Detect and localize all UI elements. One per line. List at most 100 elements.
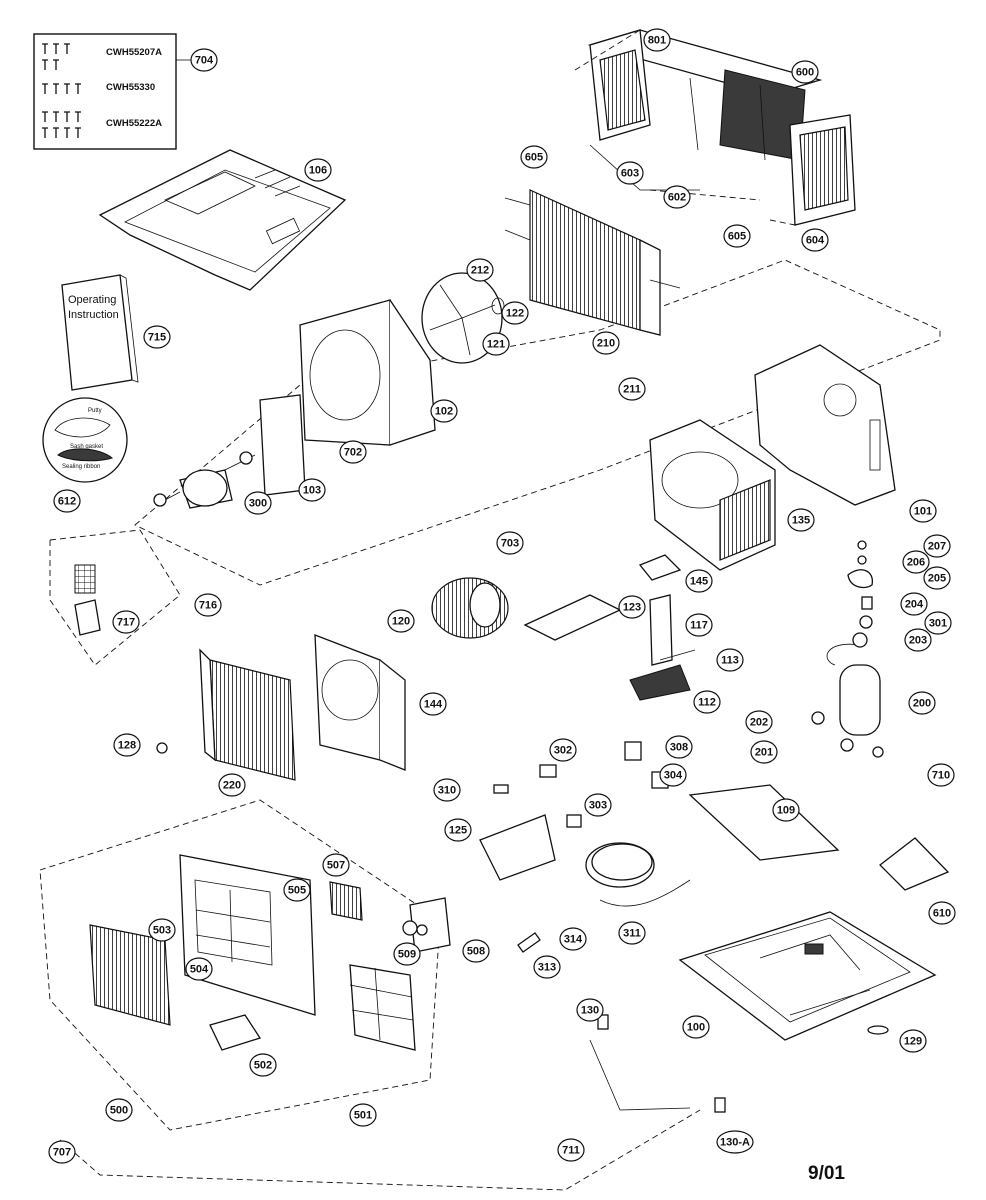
callout-label: 113 <box>721 655 739 667</box>
callout-label: 702 <box>344 447 362 459</box>
callout-308: 308 <box>665 735 693 759</box>
drain-pan <box>688 784 950 891</box>
callout-ring <box>501 301 529 325</box>
callout-label: 703 <box>501 538 519 550</box>
axial-fan <box>421 272 505 364</box>
callout-ring <box>430 399 458 423</box>
callout-144: 144 <box>419 692 447 716</box>
callout-703: 703 <box>496 531 524 555</box>
screw-icon <box>75 83 81 94</box>
callout-ring <box>466 258 494 282</box>
callout-ring <box>194 593 222 617</box>
callout-121: 121 <box>482 332 510 356</box>
callout-212: 212 <box>466 258 494 282</box>
callout-507: 507 <box>322 853 350 877</box>
wiring-harness <box>585 842 691 907</box>
callout-801: 801 <box>643 28 671 52</box>
callout-ring <box>772 798 800 822</box>
callout-label: 313 <box>538 962 556 974</box>
callout-label: 300 <box>249 498 267 510</box>
callout-label: 128 <box>118 740 136 752</box>
callout-ring <box>791 60 819 84</box>
callout-label: 301 <box>929 618 947 630</box>
callout-ring <box>723 224 751 248</box>
front-grille-assembly <box>39 799 451 1131</box>
callout-102: 102 <box>430 399 458 423</box>
callout-label: 125 <box>449 825 467 837</box>
callout-label: 600 <box>796 67 814 79</box>
callout-130: 130 <box>576 998 604 1022</box>
callout-ring <box>349 1103 377 1127</box>
callout-label: 308 <box>670 742 688 754</box>
callout-201: 201 <box>750 740 778 764</box>
control-parts <box>629 554 696 701</box>
callout-125: 125 <box>444 818 472 842</box>
callout-504: 504 <box>185 957 213 981</box>
callout-label: 707 <box>53 1147 71 1159</box>
legend-ref-label: 704 <box>195 55 214 67</box>
callout-503: 503 <box>148 918 176 942</box>
callout-ring <box>559 927 587 951</box>
screw-icon <box>42 127 48 138</box>
legend-code-2: CWH55330 <box>106 82 155 93</box>
callout-label: 103 <box>303 485 321 497</box>
manual-line-1: Operating <box>68 294 116 306</box>
callout-ring <box>904 628 932 652</box>
callout-505: 505 <box>283 878 311 902</box>
callout-ring <box>787 508 815 532</box>
callout-ring <box>923 566 951 590</box>
callout-ring <box>909 499 937 523</box>
callout-ring <box>112 610 140 634</box>
callout-106: 106 <box>304 158 332 182</box>
callout-716: 716 <box>194 593 222 617</box>
callout-label: 109 <box>777 805 795 817</box>
callout-ring <box>322 853 350 877</box>
callout-113: 113 <box>716 648 744 672</box>
callout-label: 502 <box>254 1060 272 1072</box>
callout-211: 211 <box>618 377 646 401</box>
callout-label: 203 <box>909 635 927 647</box>
callout-207: 207 <box>923 534 951 558</box>
callout-label: 508 <box>467 946 485 958</box>
motor-assembly <box>153 394 306 509</box>
callout-label: 509 <box>398 949 416 961</box>
callout-ring <box>659 763 687 787</box>
callout-302: 302 <box>549 738 577 762</box>
screw-legend: CWH55207A CWH55330 CWH55222A <box>33 33 192 150</box>
callout-label: 210 <box>597 338 615 350</box>
callout-label: 310 <box>438 785 456 797</box>
callout-ring <box>618 921 646 945</box>
screw-icon <box>75 111 81 122</box>
callout-303: 303 <box>584 793 612 817</box>
callout-ring <box>899 1029 927 1053</box>
legend-code-3: CWH55222A <box>106 118 162 129</box>
callout-ring <box>462 939 490 963</box>
callout-ring <box>685 613 713 637</box>
callout-ring <box>249 1053 277 1077</box>
callout-label: 505 <box>288 885 306 897</box>
fastener-leader <box>59 1109 701 1191</box>
callout-label: 501 <box>354 1110 372 1122</box>
callout-label: 710 <box>932 770 950 782</box>
callout-311: 311 <box>618 921 646 945</box>
screw-icon <box>53 59 59 70</box>
callout-label: 121 <box>487 339 505 351</box>
screw-icon <box>53 83 59 94</box>
callout-ring <box>496 531 524 555</box>
callout-300: 300 <box>244 491 272 515</box>
callout-ring <box>750 740 778 764</box>
callout-304: 304 <box>659 763 687 787</box>
callout-612: 612 <box>53 489 81 513</box>
callout-715: 715 <box>143 325 171 349</box>
callout-ring <box>339 440 367 464</box>
callout-502: 502 <box>249 1053 277 1077</box>
callout-ring <box>387 609 415 633</box>
screw-icon <box>64 83 70 94</box>
callout-145: 145 <box>685 569 713 593</box>
screw-icon <box>42 83 48 94</box>
compressor-assembly <box>811 540 884 758</box>
callout-310: 310 <box>433 778 461 802</box>
callout-ring <box>304 158 332 182</box>
callout-ring <box>557 1138 585 1162</box>
